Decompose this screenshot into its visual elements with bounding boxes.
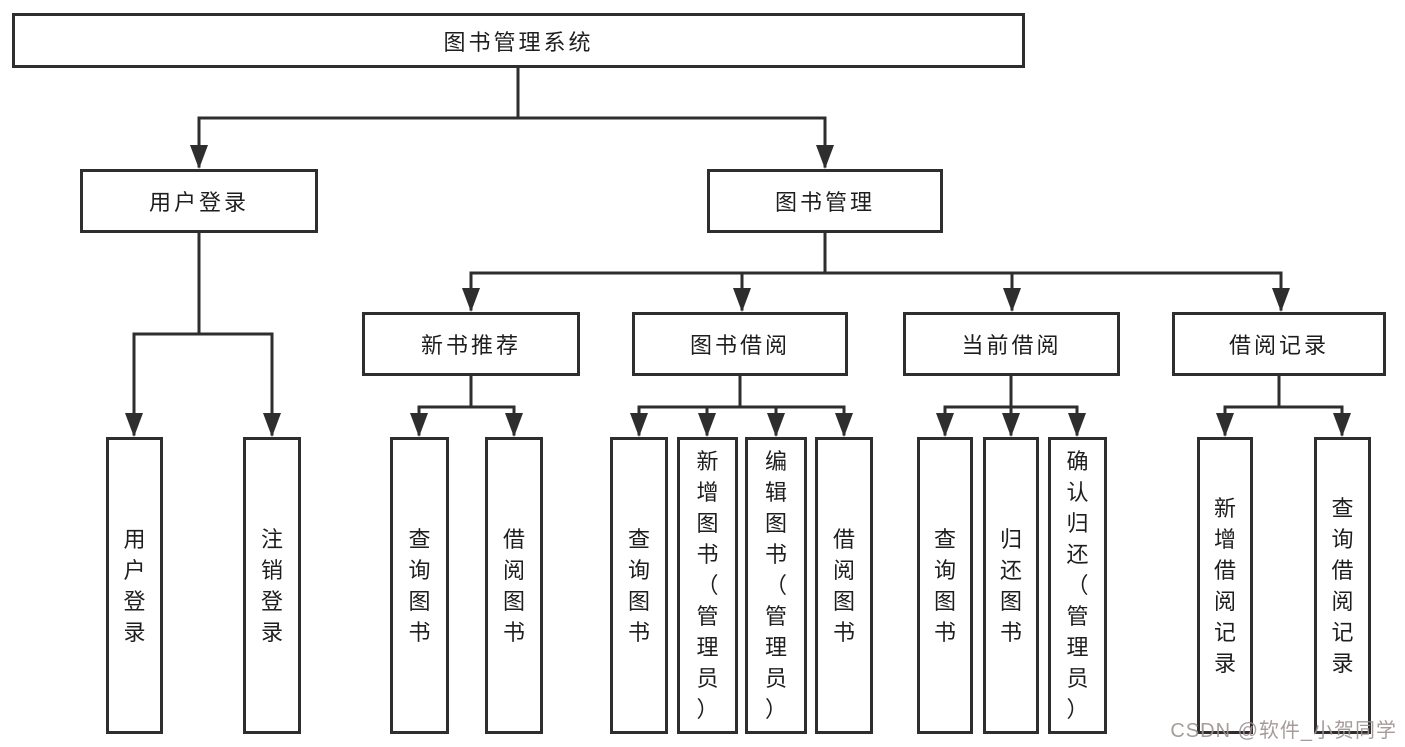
connector-new-book-to-leaves (417, 374, 516, 436)
node-label: 用户登录 (148, 190, 249, 215)
node-label: 归还图书 (1000, 526, 1023, 645)
arrowhead (835, 413, 853, 437)
arrowhead (936, 413, 954, 437)
arrowhead (1068, 413, 1086, 437)
arrowhead (190, 145, 208, 169)
node-label: 新增借阅记录 (1214, 495, 1237, 676)
node-leaf-borrow-books: 借阅图书 (815, 437, 873, 734)
node-label: 注销登录 (261, 526, 284, 645)
arrowhead (410, 413, 428, 437)
node-label: 当前借阅 (961, 333, 1062, 358)
node-label: 借阅图书 (833, 526, 856, 645)
node-leaf-logout: 注销登录 (243, 437, 301, 734)
arrowhead (125, 413, 143, 437)
arrowhead (1216, 413, 1234, 437)
node-root-library-system: 图书管理系统 (12, 13, 1025, 68)
node-label: 确认归还（管理员） (1066, 449, 1089, 722)
node-label: 新书推荐 (420, 333, 521, 358)
node-label: 新增图书（管理员） (696, 449, 719, 722)
arrowhead (1333, 413, 1351, 437)
node-label: 查询图书 (628, 526, 651, 645)
node-user-login-branch: 用户登录 (80, 169, 318, 233)
arrowhead (1272, 288, 1290, 312)
node-leaf-query-books-recommend: 查询图书 (390, 437, 449, 734)
arrowhead (462, 288, 480, 312)
node-label: 借阅记录 (1228, 333, 1329, 358)
connector-user-login-to-leaves (132, 231, 274, 436)
node-label: 查询图书 (934, 526, 957, 645)
node-label: 图书借阅 (689, 333, 790, 358)
connector-root-to-level2 (197, 66, 827, 168)
node-leaf-query-borrow-record: 查询借阅记录 (1314, 437, 1371, 734)
arrowhead (733, 288, 751, 312)
node-label: 编辑图书（管理员） (765, 449, 788, 722)
node-leaf-user-login: 用户登录 (106, 437, 163, 734)
node-new-book-recommend: 新书推荐 (362, 312, 580, 376)
node-leaf-confirm-return-admin: 确认归还（管理员） (1048, 437, 1107, 734)
arrowhead (698, 413, 716, 437)
node-current-borrow: 当前借阅 (903, 312, 1120, 376)
arrowhead (263, 413, 281, 437)
node-leaf-add-borrow-record: 新增借阅记录 (1197, 437, 1253, 734)
node-leaf-query-books-borrow: 查询图书 (610, 437, 668, 734)
node-book-management-branch: 图书管理 (707, 169, 943, 233)
node-label: 查询图书 (408, 526, 431, 645)
arrowhead (1002, 413, 1020, 437)
node-leaf-return-books: 归还图书 (983, 437, 1039, 734)
arrowhead (816, 145, 834, 169)
arrowhead (1003, 288, 1021, 312)
node-label: 图书管理系统 (443, 29, 594, 55)
csdn-watermark: CSDN @软件_小贺同学 (1170, 720, 1397, 742)
node-label: 图书管理 (774, 190, 875, 215)
node-leaf-query-books-current: 查询图书 (917, 437, 973, 734)
arrowhead (630, 413, 648, 437)
node-leaf-add-books-admin: 新增图书（管理员） (677, 437, 738, 734)
arrowhead (767, 413, 785, 437)
node-leaf-edit-books-admin: 编辑图书（管理员） (745, 437, 807, 734)
arrowhead (505, 413, 523, 437)
node-label: 查询借阅记录 (1331, 495, 1354, 676)
node-borrow-records: 借阅记录 (1172, 312, 1386, 376)
node-label: 用户登录 (123, 526, 146, 645)
connector-book-management-to-level3 (469, 231, 1283, 311)
node-label: 借阅图书 (503, 526, 526, 645)
node-leaf-borrow-books-recommend: 借阅图书 (485, 437, 543, 734)
node-book-borrow: 图书借阅 (632, 312, 848, 376)
connector-book-borrow-to-leaves (637, 374, 846, 436)
connector-borrow-records-to-leaves (1223, 374, 1344, 436)
